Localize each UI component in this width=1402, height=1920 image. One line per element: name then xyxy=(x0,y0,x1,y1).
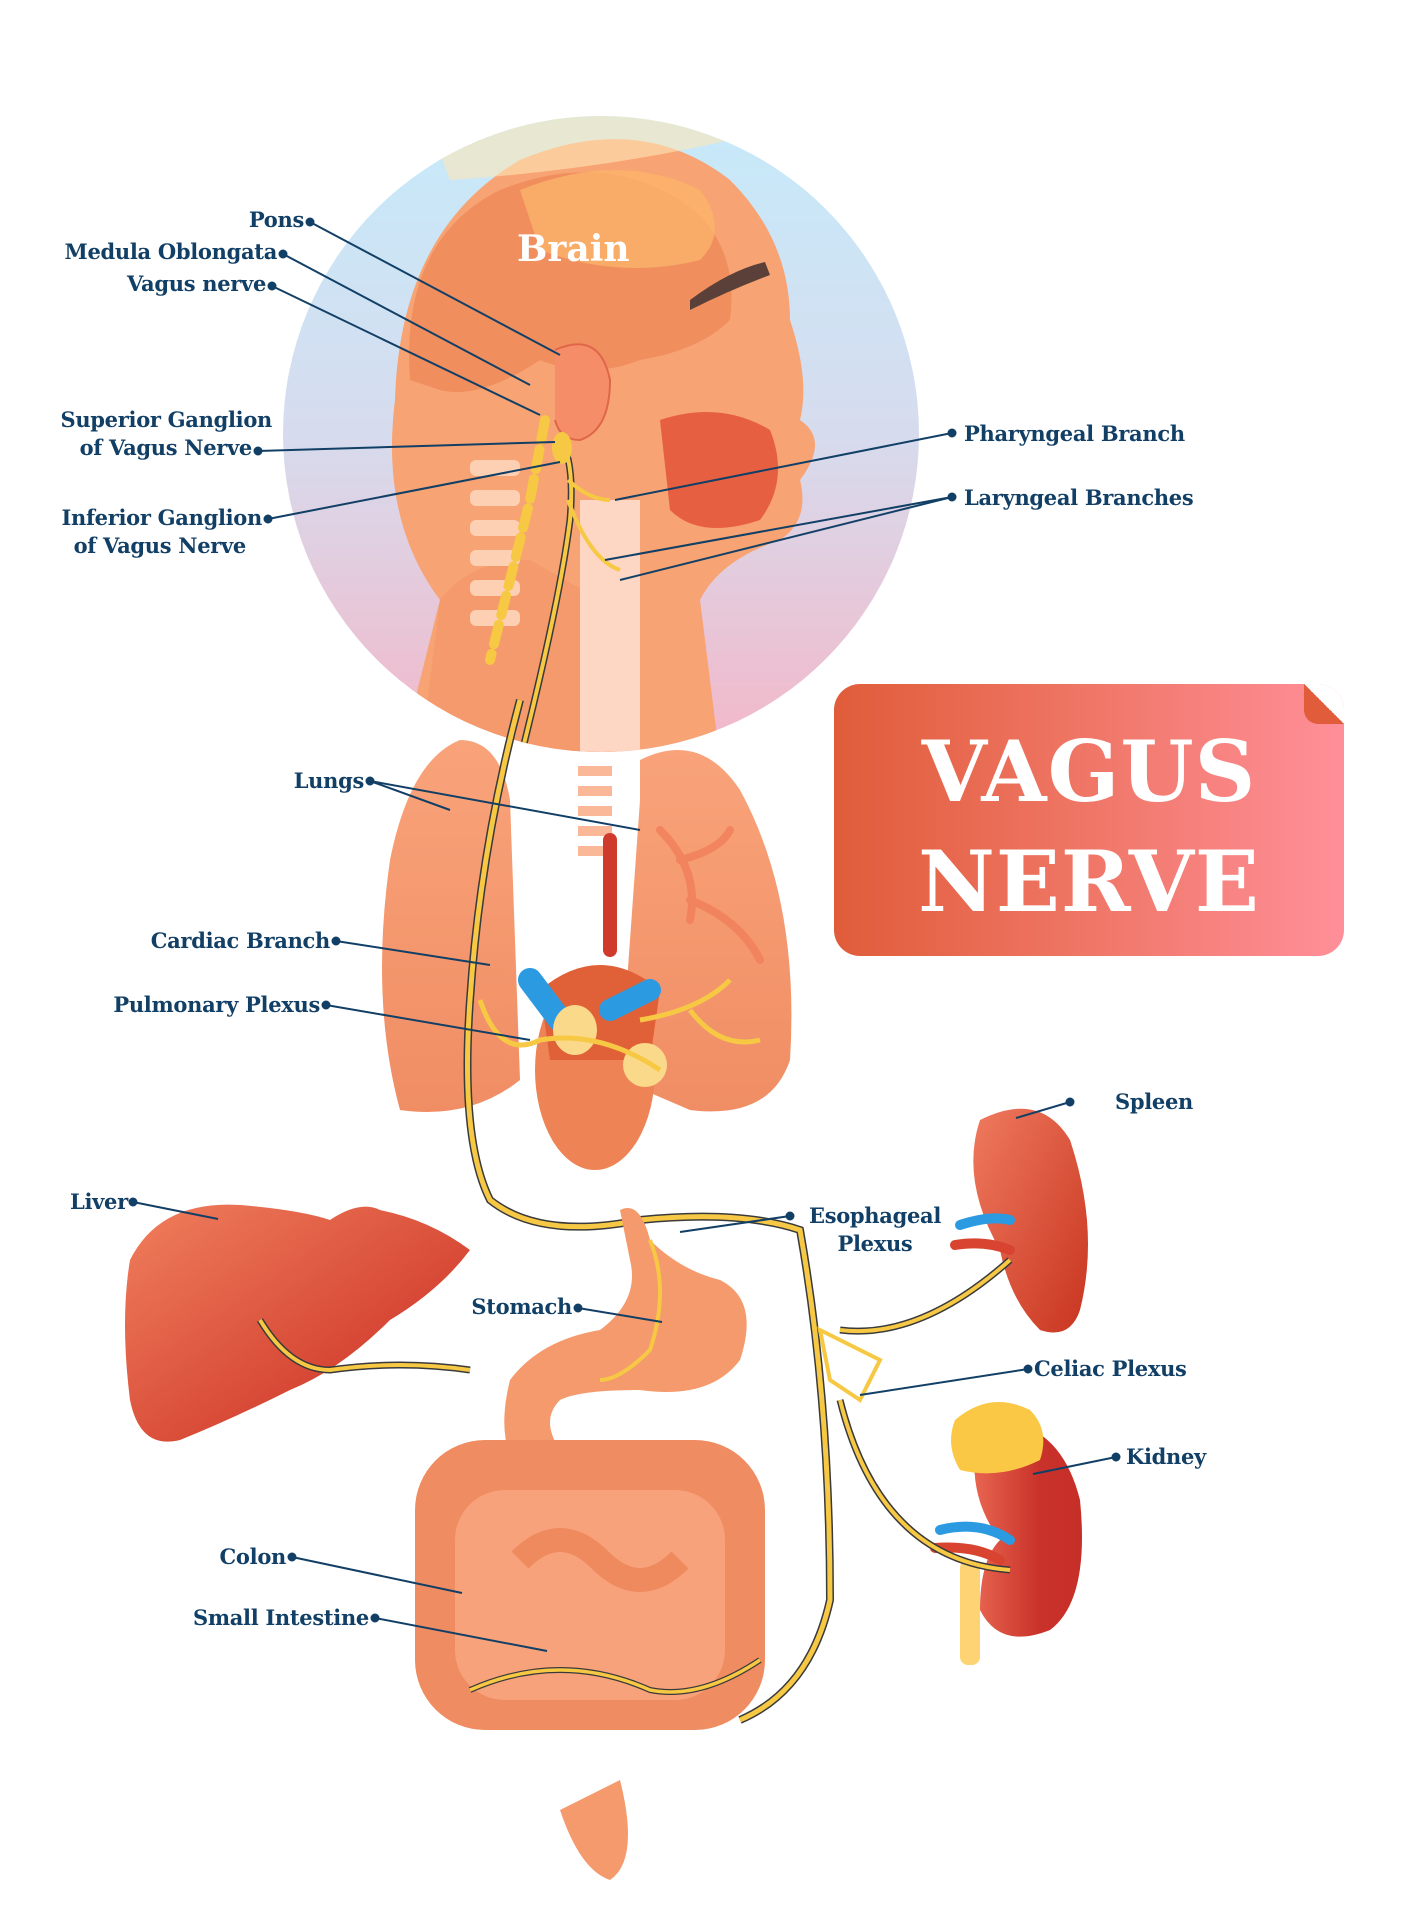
label-colon: Colon xyxy=(219,1544,287,1569)
liver xyxy=(125,1204,471,1442)
label-inferior-ganglion-line1: Inferior Ganglion xyxy=(61,505,262,530)
brain-label: Brain xyxy=(517,228,630,270)
label-laryngeal-branches: Laryngeal Branches xyxy=(964,485,1194,510)
label-vagus-nerve: Vagus nerve xyxy=(126,271,266,296)
label-celiac-plexus: Celiac Plexus xyxy=(1034,1356,1187,1381)
label-cardiac-branch: Cardiac Branch xyxy=(150,928,331,953)
label-kidney: Kidney xyxy=(1126,1444,1206,1469)
label-pharyngeal-branch: Pharyngeal Branch xyxy=(964,421,1185,446)
label-superior-ganglion-line1: Superior Ganglion xyxy=(60,407,272,432)
lungs-heart xyxy=(382,740,792,1170)
title-line1: VAGUS xyxy=(921,722,1257,821)
kidney xyxy=(836,1399,1082,1665)
label-inferior-ganglion-line2: of Vagus Nerve xyxy=(73,533,247,558)
label-spleen: Spleen xyxy=(1115,1089,1194,1114)
label-small-intestine: Small Intestine xyxy=(192,1605,369,1630)
title-banner: VAGUS NERVE xyxy=(834,684,1344,956)
celiac-plexus-web xyxy=(817,1326,883,1403)
digestive-tract xyxy=(415,1208,765,1880)
label-lungs: Lungs xyxy=(293,768,365,793)
title-line2: NERVE xyxy=(918,832,1260,931)
label-superior-ganglion: Superior Ganglion of Vagus Nerve xyxy=(40,406,272,462)
label-esophageal-plexus: Esophageal Plexus xyxy=(790,1202,960,1258)
label-pulmonary-plexus: Pulmonary Plexus xyxy=(113,992,320,1017)
label-superior-ganglion-line2: of Vagus Nerve xyxy=(79,435,253,460)
label-pons: Pons xyxy=(248,207,304,232)
label-liver: Liver xyxy=(70,1189,128,1214)
leader-lines xyxy=(128,217,1121,1652)
spleen xyxy=(839,1108,1088,1335)
label-inferior-ganglion: Inferior Ganglion of Vagus Nerve xyxy=(40,504,262,560)
label-medula-oblongata: Medula Oblongata xyxy=(64,239,278,264)
label-stomach: Stomach xyxy=(471,1294,572,1319)
head-section xyxy=(283,116,919,752)
banner-folded-corner xyxy=(1304,684,1344,724)
label-esophageal-plexus-line1: Esophageal xyxy=(808,1203,942,1228)
label-esophageal-plexus-line2: Plexus xyxy=(837,1231,913,1256)
